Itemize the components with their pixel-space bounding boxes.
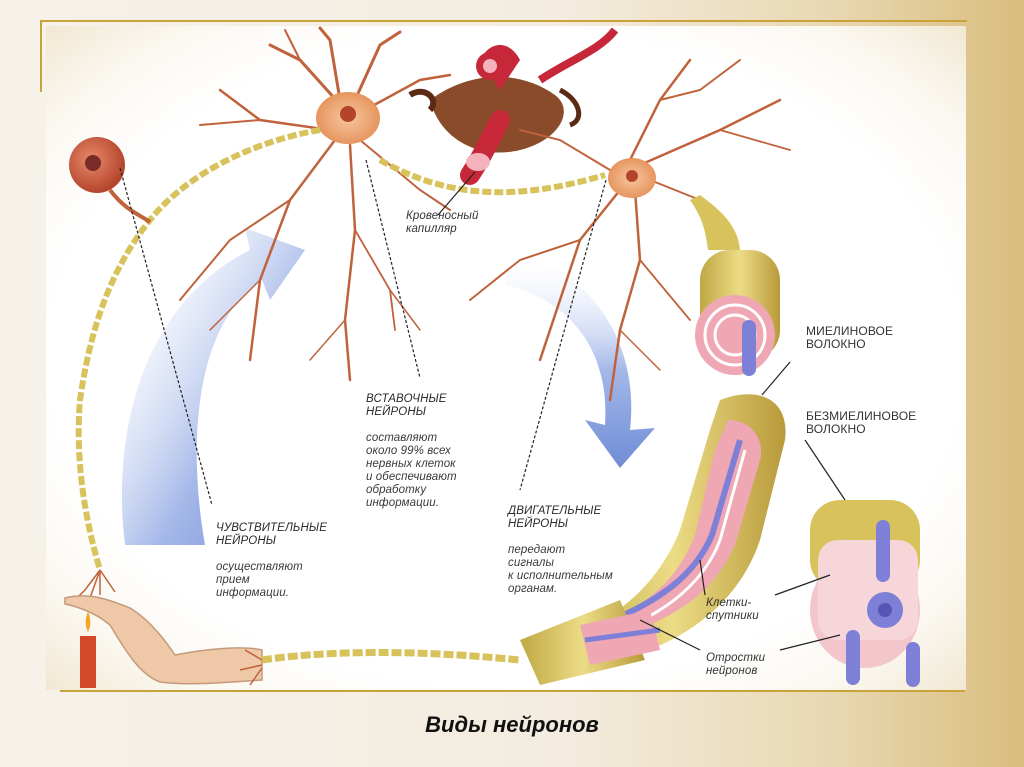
slide-title: Виды нейронов — [425, 712, 599, 737]
flow-arrow-up — [121, 228, 305, 545]
myelinated-fiber — [690, 195, 780, 376]
label-sensory-description: осуществляют прием информации. — [216, 561, 303, 599]
arm — [64, 595, 263, 685]
frame-bottom-line — [60, 690, 965, 692]
motor-neuron-dendrites — [469, 58, 791, 402]
label-neuron-processes: Отростки нейронов — [706, 652, 766, 677]
interneuron-dendrites — [179, 26, 452, 382]
interneuron-axon — [378, 157, 606, 196]
myelinated-fiber-bottom — [520, 600, 661, 685]
label-capillary: Кровеносный капилляр — [406, 210, 479, 235]
label-satellite-cells: Клетки- спутники — [706, 597, 759, 622]
candle — [80, 636, 96, 688]
label-interneurons: ВСТАВОЧНЫЕ НЕЙРОНЫ составляют около 99% … — [366, 380, 457, 523]
unmyelinated-fiber — [810, 500, 920, 687]
motor-axon-bottom — [261, 649, 521, 664]
label-motor-heading: ДВИГАТЕЛЬНЫЕ НЕЙРОНЫ — [508, 505, 602, 530]
motor-neuron-nucleus — [626, 170, 638, 182]
label-interneurons-heading: ВСТАВОЧНЫЕ НЕЙРОНЫ — [366, 393, 447, 418]
label-motor: ДВИГАТЕЛЬНЫЕ НЕЙРОНЫ передают сигналы к … — [508, 492, 613, 609]
label-interneurons-description: составляют около 99% всех нервных клеток… — [366, 432, 457, 509]
sensory-neuron-process — [108, 188, 152, 224]
frame-left-line — [40, 20, 42, 92]
label-sensory: ЧУВСТВИТЕЛЬНЫЕ НЕЙРОНЫ осуществляют прие… — [216, 509, 327, 613]
label-unmyelinated: БЕЗМИЕЛИНОВОЕ ВОЛОКНО — [806, 409, 917, 436]
sensory-axon — [75, 127, 321, 571]
label-sensory-heading: ЧУВСТВИТЕЛЬНЫЕ НЕЙРОНЫ — [216, 522, 327, 547]
leader-lines — [119, 159, 846, 651]
label-myelinated: МИЕЛИНОВОЕ ВОЛОКНО — [806, 324, 894, 351]
capillary-vessel — [408, 27, 619, 185]
sensory-neuron-nucleus — [85, 155, 101, 171]
label-motor-description: передают сигналы к исполнительным органа… — [508, 544, 613, 595]
candle-flame — [85, 612, 91, 632]
flow-arrow-down — [505, 250, 655, 468]
motor-end-plate — [239, 649, 263, 686]
frame-top-line — [40, 20, 967, 22]
receptor-endings — [74, 569, 116, 601]
interneuron-nucleus — [340, 106, 356, 122]
